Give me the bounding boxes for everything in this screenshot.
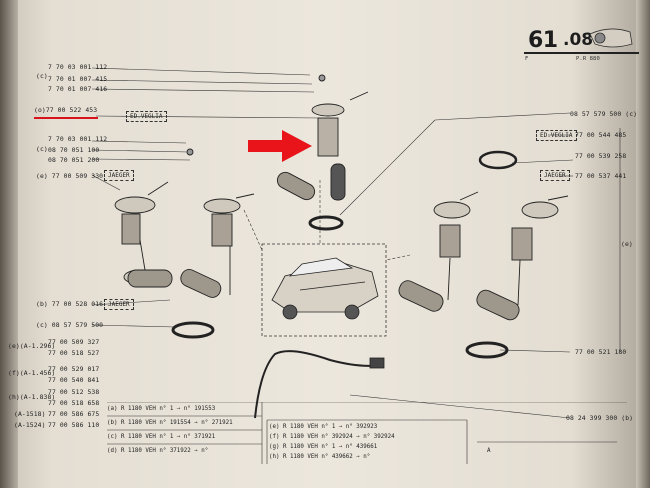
red-arrow-icon — [248, 130, 312, 162]
variant-mark: (c) — [36, 72, 48, 80]
part-ref: (e) 77 00 509 330 — [36, 172, 104, 180]
part-ref: (c) 08 57 579 500 — [36, 321, 104, 329]
part-ref: 77 00 586 110 — [48, 421, 100, 429]
header-right-mark: P.R 880 — [576, 56, 600, 62]
variant-mark: (c) — [36, 145, 48, 153]
part-ref: 7 70 03 001 112 — [48, 135, 108, 143]
variant-mark: (A-1524) — [14, 421, 46, 429]
table-row: (b) R 1180 VEH n° 191554 → n° 271921 — [107, 420, 233, 426]
part-ref: 7 70 03 001 112 — [48, 63, 108, 71]
table-row: (c) R 1180 VEH n° 1 → n° 371921 — [107, 434, 216, 440]
part-ref: 77 00 540 841 — [48, 376, 100, 384]
part-ref: 08 70 051 100 — [48, 146, 100, 154]
variant-mark: (e) — [621, 240, 633, 248]
part-ref-highlighted: (o)77 00 522 453 — [34, 106, 98, 114]
table-row: (f) R 1180 VEH n° 392924 → n° 392924 — [269, 434, 395, 440]
table-grid — [107, 402, 627, 464]
variant-mark: (h)(A-1.838) — [8, 393, 56, 401]
table-row: (h) R 1180 VEH n° 439662 → n° — [269, 454, 371, 460]
part-ref: 08 24 399 300 (b) — [566, 414, 634, 422]
table-row: (e) R 1180 VEH n° 1 → n° 392923 — [269, 424, 378, 430]
variant-mark: (f)(A-1.456) — [8, 369, 56, 377]
part-ref: 77 00 521 180 — [575, 348, 627, 356]
maker-box-veglia: ED.VEGLIA — [536, 130, 577, 141]
serial-range-table: (a) R 1180 VEH n° 1 → n° 191553 (b) R 11… — [107, 402, 627, 464]
part-ref: 7 70 01 007 416 — [48, 85, 108, 93]
table-row: (d) R 1180 VEH n° 371922 → n° — [107, 448, 209, 454]
part-ref: 77 00 539 258 — [575, 152, 627, 160]
part-ref: 77 00 509 327 — [48, 338, 100, 346]
part-ref: 77 00 544 485 — [575, 131, 627, 139]
table-row: (g) R 1180 VEH n° 1 → n° 439661 — [269, 444, 378, 450]
maker-box-jaeger: JAEGER — [104, 299, 134, 310]
part-ref: 77 00 529 017 — [48, 365, 100, 373]
part-ref: 77 00 537 441 — [575, 172, 627, 180]
table-corner-label: A — [487, 448, 491, 454]
variant-mark: (A-1518) — [14, 410, 46, 418]
part-ref: 7 70 01 007 415 — [48, 75, 108, 83]
maker-box-jaeger: JAEGER — [104, 170, 134, 181]
variant-mark: (e)(A-1.296) — [8, 342, 56, 350]
part-ref: 08 57 579 500 (c) — [570, 110, 638, 118]
part-ref: 77 00 512 538 — [48, 388, 100, 396]
part-ref: 77 00 518 527 — [48, 349, 100, 357]
maker-box-veglia: ED.VEGLIA — [126, 111, 167, 122]
header-left-mark: F — [525, 56, 529, 62]
page-gutter-shadow — [0, 0, 18, 488]
page-number: 61 — [528, 28, 558, 53]
part-ref: 08 70 051 200 — [48, 156, 100, 164]
part-ref: 77 00 586 675 — [48, 410, 100, 418]
part-ref: 77 00 518 658 — [48, 399, 100, 407]
maker-box-jaeger: JAEGER — [540, 170, 570, 181]
header-rule — [524, 52, 639, 54]
table-row: (a) R 1180 VEH n° 1 → n° 191553 — [107, 406, 216, 412]
page-subnumber: .08 — [563, 30, 594, 50]
part-ref: (b) 77 00 528 016 — [36, 300, 104, 308]
page-edge-shadow — [636, 0, 650, 488]
